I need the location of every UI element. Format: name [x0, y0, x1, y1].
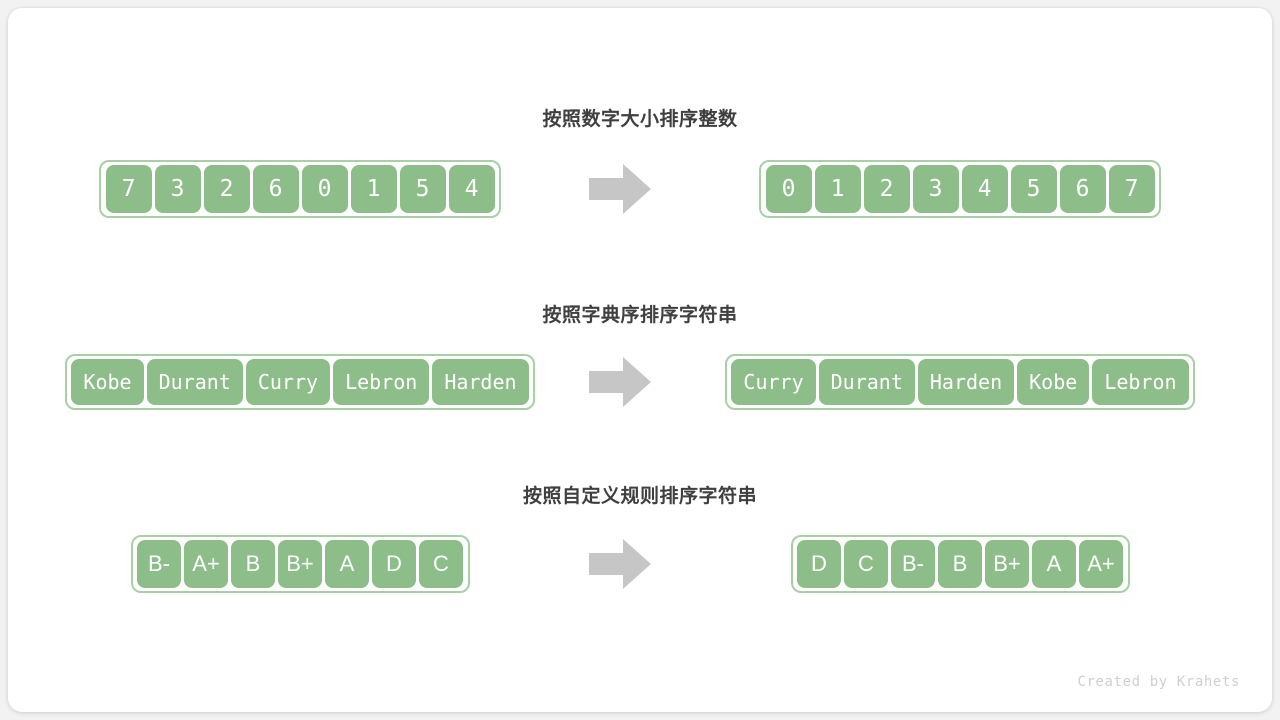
- array-cell: 4: [961, 165, 1008, 213]
- array-cell: C: [844, 540, 888, 588]
- array-cell: Curry: [731, 359, 816, 405]
- array-cell: B: [231, 540, 275, 588]
- array-cell: 3: [154, 165, 201, 213]
- array-cell: C: [419, 540, 463, 588]
- array-cell: Durant: [146, 359, 243, 405]
- array-cell: Lebron: [1092, 359, 1189, 405]
- right-arrow-icon-svg: [589, 539, 651, 589]
- array-cell: 5: [1010, 165, 1057, 213]
- right-arrow-icon: [560, 357, 680, 407]
- section-title: 按照数字大小排序整数: [542, 109, 738, 130]
- array-cell: 2: [863, 165, 910, 213]
- array-cell: Lebron: [333, 359, 430, 405]
- array-cell: 0: [301, 165, 348, 213]
- array-cell: Harden: [917, 359, 1015, 405]
- array-cell: 7: [1108, 165, 1155, 213]
- array-cell: B-: [137, 540, 181, 588]
- array-cell: 6: [1059, 165, 1106, 213]
- array-cell: B-: [891, 540, 935, 588]
- section-title: 按照字典序排序字符串: [542, 305, 738, 326]
- array-cell: D: [372, 540, 416, 588]
- array-cell: A: [325, 540, 369, 588]
- array-cell: 4: [448, 165, 495, 213]
- array-cell: 1: [814, 165, 861, 213]
- array-cell: Curry: [245, 359, 331, 405]
- section-title: 按照自定义规则排序字符串: [522, 486, 757, 507]
- array-cell: A+: [184, 540, 228, 588]
- right-arrow-icon: [560, 164, 680, 214]
- array-cell: Kobe: [71, 359, 144, 405]
- right-arrow-icon: [560, 539, 680, 589]
- array-cell: 3: [912, 165, 959, 213]
- array-cell: D: [797, 540, 841, 588]
- right-arrow-icon-svg: [589, 357, 651, 407]
- array-cell: 7: [105, 165, 152, 213]
- array-cell: 0: [765, 165, 812, 213]
- array-cell: A: [1032, 540, 1076, 588]
- footer-credit: Created by Krahets: [1077, 674, 1240, 690]
- array-cell: 6: [252, 165, 299, 213]
- array-cell: B+: [278, 540, 322, 588]
- array-cell: Harden: [432, 359, 529, 405]
- array-cell: A+: [1079, 540, 1123, 588]
- array-cell: B: [938, 540, 982, 588]
- array-cell: Kobe: [1017, 359, 1090, 405]
- array-cell: Durant: [818, 359, 915, 405]
- array-cell: 5: [399, 165, 446, 213]
- array-cell: 2: [203, 165, 250, 213]
- array-cell: 1: [350, 165, 397, 213]
- right-arrow-icon-svg: [589, 164, 651, 214]
- array-cell: B+: [985, 540, 1029, 588]
